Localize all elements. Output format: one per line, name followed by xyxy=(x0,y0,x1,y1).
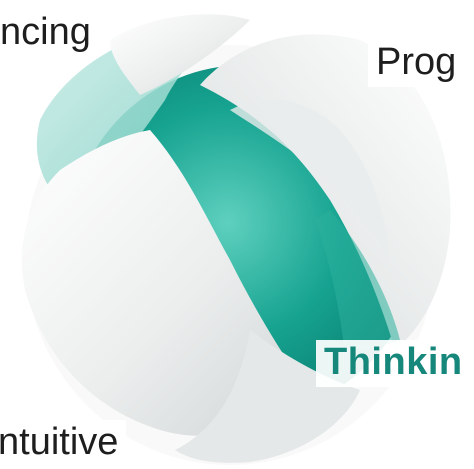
shell-right-inner xyxy=(230,99,390,260)
shell-bottom-right xyxy=(175,330,360,463)
word-middle-right: Thinkin xyxy=(316,340,471,387)
word-top-right: Prog xyxy=(368,40,465,87)
shell-top-left xyxy=(110,14,250,96)
word-bottom-left: ntuitive xyxy=(0,420,127,467)
teal-band-right xyxy=(315,210,400,355)
shell-bottom-left xyxy=(21,130,316,436)
word-top-left: ncing xyxy=(0,10,99,57)
